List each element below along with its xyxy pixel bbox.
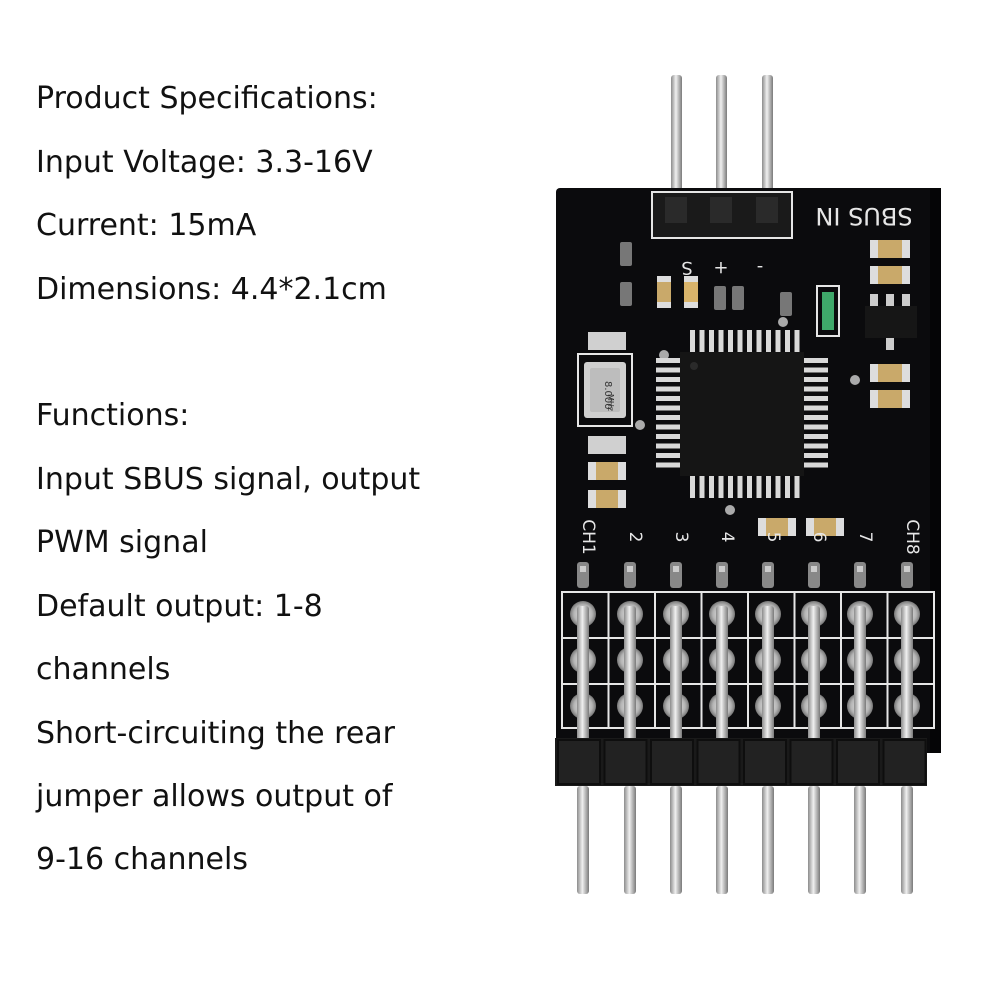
- functions-heading: Functions:: [36, 398, 190, 433]
- input-pin-negative: [762, 75, 773, 215]
- input-pin-signal: [671, 75, 682, 215]
- function-line-4: channels: [36, 652, 171, 687]
- function-line-3: Default output: 1-8: [36, 589, 323, 624]
- function-line-2: PWM signal: [36, 525, 208, 560]
- function-line-7: 9-16 channels: [36, 842, 248, 877]
- channel-label-7: 7: [855, 532, 875, 543]
- channel-label-2: 2: [625, 532, 645, 543]
- spec-heading: Product Specifications:: [36, 81, 378, 116]
- input-pin-positive: [716, 75, 727, 215]
- spec-voltage: Input Voltage: 3.3-16V: [36, 145, 373, 180]
- pin-label-plus: +: [713, 257, 728, 278]
- sbus-input-pins: [671, 75, 773, 215]
- function-line-1: Input SBUS signal, output: [36, 462, 421, 497]
- smd-components: [588, 240, 917, 536]
- sbus-in-label: SBUS IN: [815, 202, 912, 230]
- input-pin-labels: S + -: [681, 257, 763, 278]
- crystal-unit: MHz: [606, 394, 615, 411]
- sbus-decoder-board: SBUS IN S + -: [555, 75, 941, 894]
- channel-test-pads: [577, 562, 913, 588]
- channel-label-1: CH1: [578, 519, 598, 554]
- output-pin-header: [555, 606, 927, 894]
- spec-dimensions: Dimensions: 4.4*2.1cm: [36, 272, 387, 307]
- channel-label-8: CH8: [902, 519, 922, 554]
- channel-label-4: 4: [717, 532, 737, 543]
- channel-label-6: 6: [809, 532, 829, 543]
- crystal-oscillator: 8.000 MHz: [577, 353, 633, 427]
- spec-current: Current: 15mA: [36, 208, 257, 243]
- function-line-5: Short-circuiting the rear: [36, 716, 395, 751]
- microcontroller-chip: [656, 330, 828, 498]
- function-line-6: jumper allows output of: [36, 779, 393, 814]
- pin-label-minus: -: [757, 257, 764, 278]
- channel-labels: CH1 2 3 4 5 6 7 CH8: [578, 519, 922, 554]
- pin-label-s: S: [681, 257, 692, 278]
- crystal-frequency: 8.000: [602, 381, 613, 410]
- channel-label-3: 3: [671, 532, 691, 543]
- channel-label-5: 5: [763, 532, 783, 543]
